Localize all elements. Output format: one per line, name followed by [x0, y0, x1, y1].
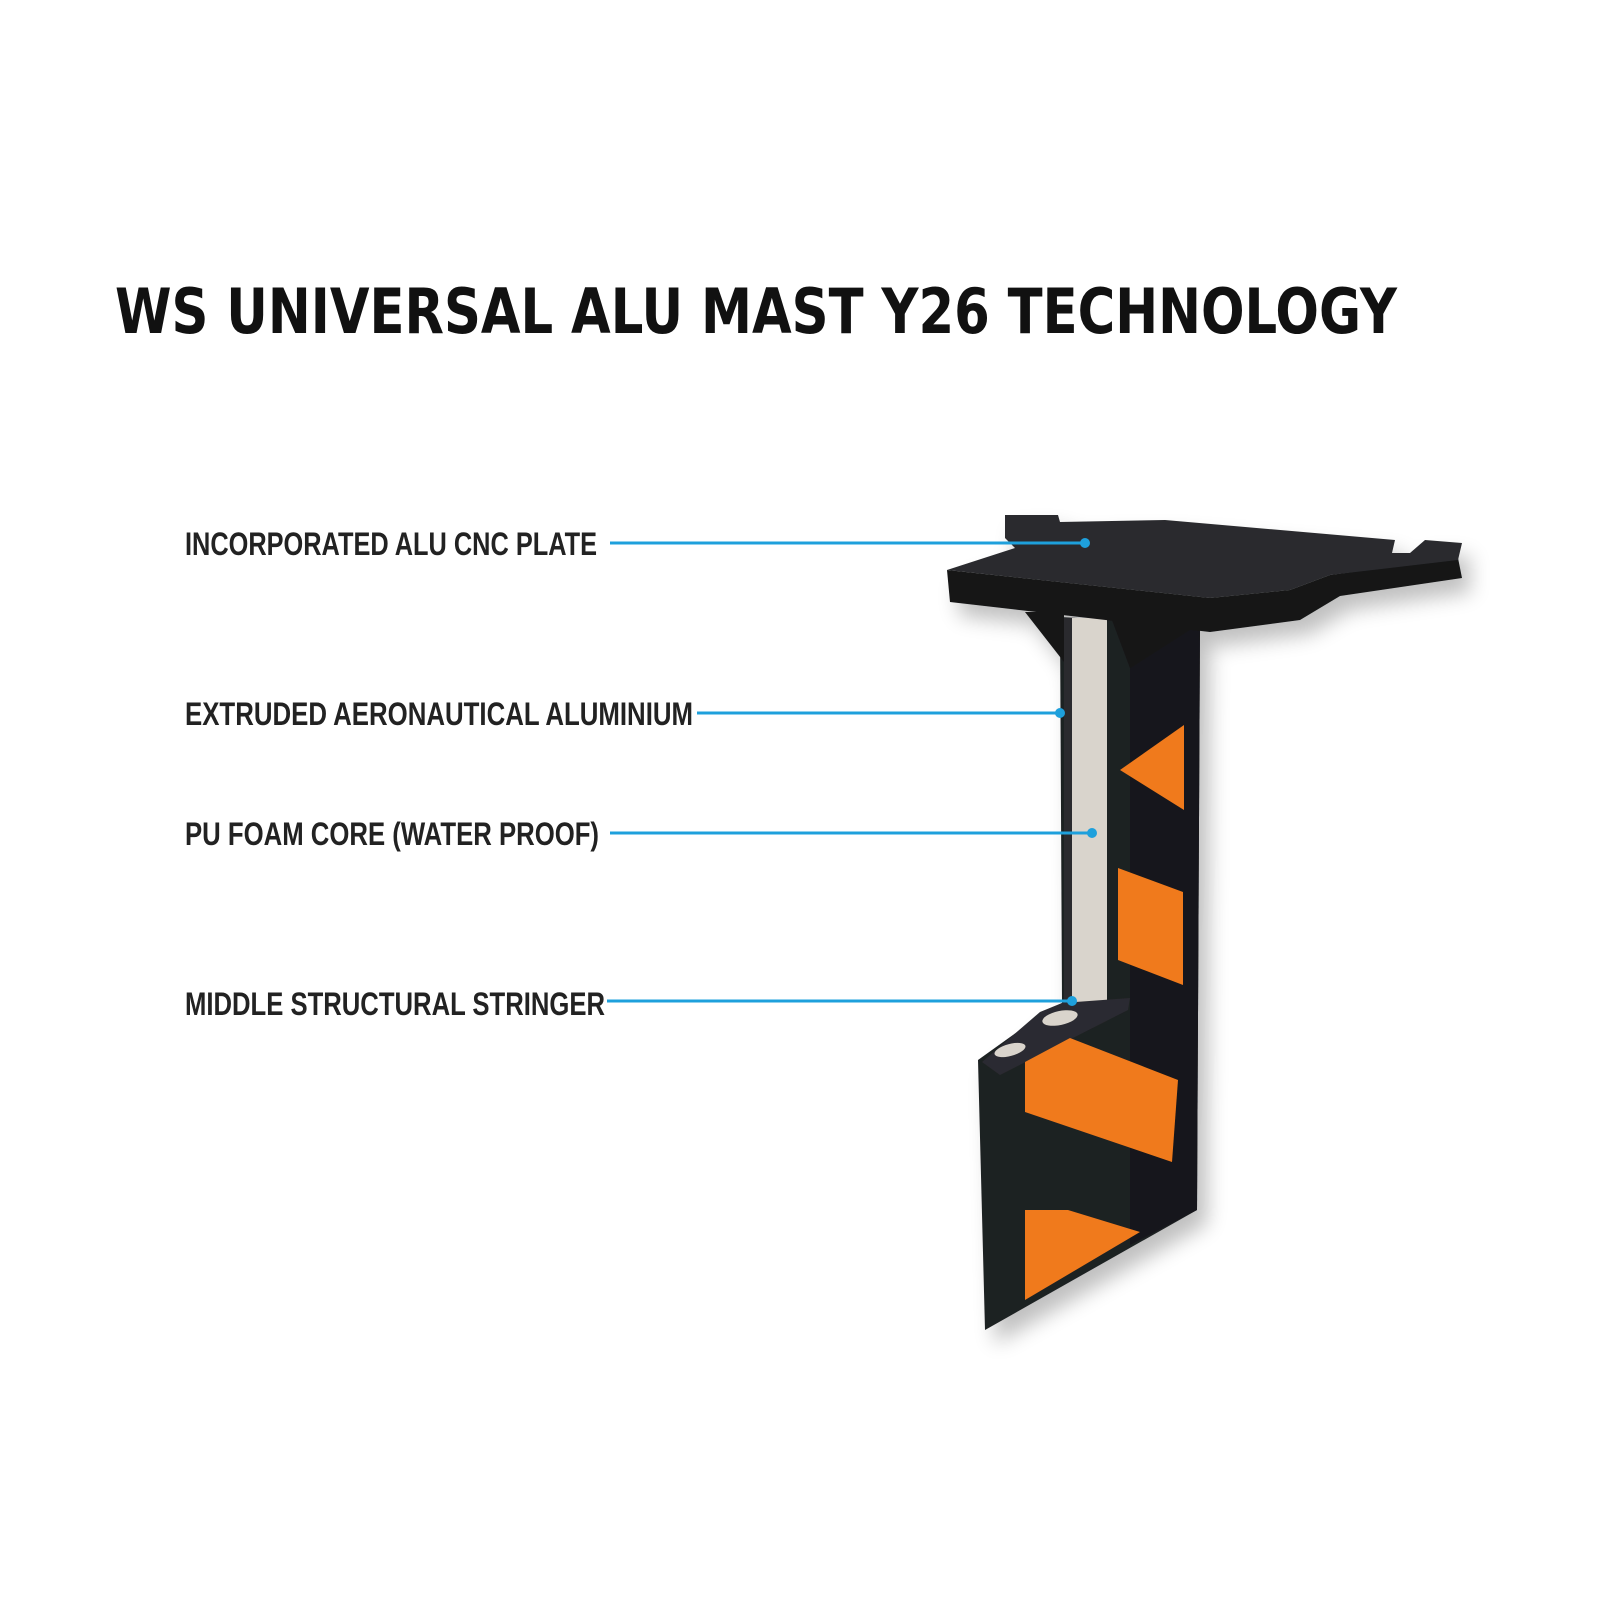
stringer-section [982, 998, 1130, 1075]
callout-stringer: MIDDLE STRUCTURAL STRINGER [185, 986, 1077, 1022]
callout-label: INCORPORATED ALU CNC PLATE [185, 526, 597, 562]
callout-label: EXTRUDED AERONAUTICAL ALUMINIUM [185, 696, 693, 732]
plate-top-face [947, 515, 1462, 598]
callout-dot [1080, 538, 1090, 548]
foam-core [1072, 618, 1107, 1006]
stringer-cavity [994, 1042, 1026, 1058]
orange-stripe [1025, 1038, 1178, 1162]
orange-stripe [1120, 725, 1184, 810]
callout-aluminium: EXTRUDED AERONAUTICAL ALUMINIUM [185, 696, 1065, 732]
plate-front-face [947, 558, 1462, 632]
bracket-left [1025, 612, 1064, 662]
callout-dot [1067, 996, 1077, 1006]
stringer-cavity [1042, 1010, 1078, 1026]
callout-dot [1087, 828, 1097, 838]
callout-cnc-plate: INCORPORATED ALU CNC PLATE [185, 526, 1090, 562]
alu-wall [1064, 618, 1072, 1006]
callout-dot [1055, 708, 1065, 718]
mast-illustration [947, 515, 1462, 1330]
page-title: WS UNIVERSAL ALU MAST Y26 TECHNOLOGY [115, 275, 1398, 348]
orange-stripe [1118, 868, 1183, 985]
callout-label: MIDDLE STRUCTURAL STRINGER [185, 986, 605, 1022]
callout-label: PU FOAM CORE (WATER PROOF) [185, 816, 599, 852]
orange-stripe [1025, 1210, 1140, 1300]
callout-foam-core: PU FOAM CORE (WATER PROOF) [185, 816, 1097, 852]
bracket-right [1112, 620, 1205, 668]
